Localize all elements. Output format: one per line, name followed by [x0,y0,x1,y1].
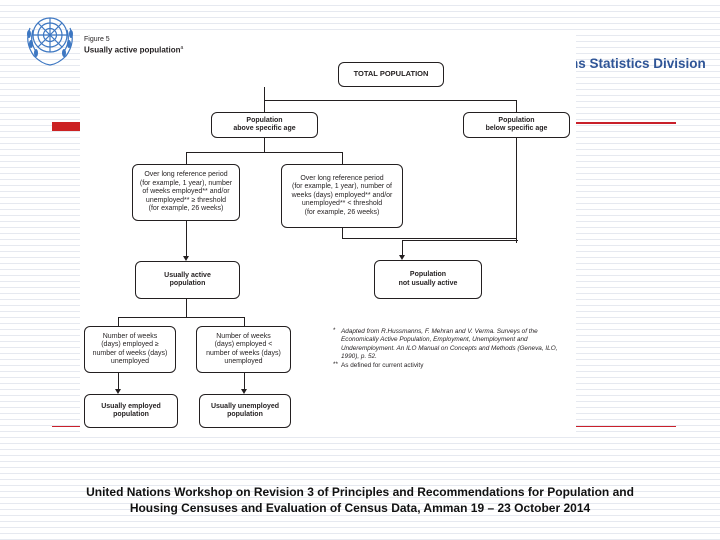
un-emblem-icon [27,17,73,66]
connector [516,138,517,243]
connector [264,138,265,152]
node-weeks-employed-ge-unemployed: Number of weeks(days) employed ≥number o… [84,326,176,373]
division-title: ns Statistics Division [570,56,706,71]
red-accent-bar [52,122,80,131]
connector [342,238,516,239]
connector [264,100,265,112]
footnote-source: * Adapted from R.Hussmanns, F. Mehran an… [333,327,558,361]
connector [402,240,403,255]
caption-line-2: Housing Censuses and Evaluation of Censu… [129,501,591,515]
connector [342,152,343,164]
connector [452,240,518,241]
node-long-period-above-threshold: Over long reference period(for example, … [132,164,240,221]
connector [342,228,343,238]
red-divider-line [576,122,676,124]
connector [118,373,119,389]
figure-title: Usually active populationa [84,45,184,55]
connector [186,152,187,164]
connector [118,317,244,318]
arrow-down-icon [183,256,189,261]
connector [264,100,516,101]
flowchart-figure: Figure 5 Usually active populationa TOTA… [80,35,576,432]
figure-number: Figure 5 [84,36,110,43]
footnote-definition: ** As defined for current activity [333,360,424,369]
connector [516,100,517,112]
caption-line-1: United Nations Workshop on Revision 3 of… [86,485,634,499]
arrow-down-icon [115,389,121,394]
connector [186,221,187,256]
node-total-population: TOTAL POPULATION [338,62,444,87]
red-divider-line [52,426,82,427]
connector [186,152,342,153]
connector [264,87,265,100]
connector [186,299,187,317]
arrow-down-icon [399,255,405,260]
connector [244,317,245,326]
red-divider-line [576,426,676,427]
figure-footnotes: * Adapted from R.Hussmanns, F. Mehran an… [333,327,568,370]
slide-caption: United Nations Workshop on Revision 3 of… [0,484,720,516]
arrow-down-icon [241,389,247,394]
connector [244,373,245,389]
connector [118,317,119,326]
connector [402,240,452,241]
node-long-period-below-threshold: Over long reference period(for example, … [281,164,403,228]
node-weeks-employed-lt-unemployed: Number of weeks(days) employed <number o… [196,326,291,373]
